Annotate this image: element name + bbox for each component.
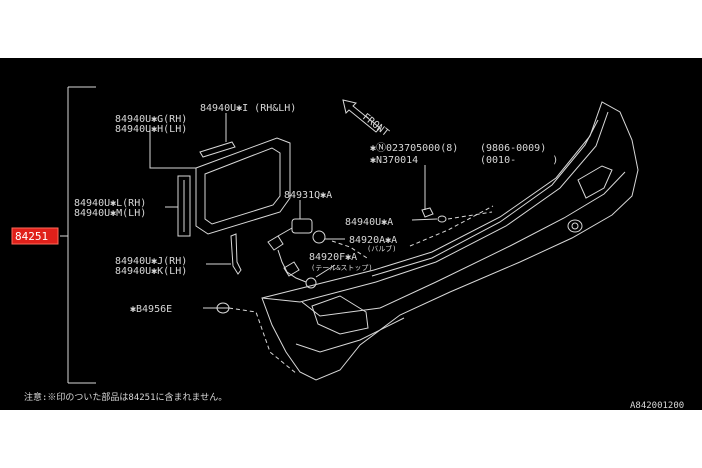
label-bulb[interactable]: 84920A✱A [349,235,397,246]
label-clip[interactable]: ✱B4956E [130,304,172,315]
label-seal-m-lh[interactable]: 84940U✱M(LH) [74,208,146,219]
assembly-bracket [60,86,96,384]
label-nut-n-dates2: (0010- ) [480,155,558,166]
label-bracket-j-rh[interactable]: 84940U✱J(RH) [115,256,187,267]
label-lamp-sub: (テール&ストップ) [311,264,373,272]
main-part-label[interactable]: 84251 [15,230,48,243]
lamp-bracket [230,233,242,275]
seal-strip [177,175,191,237]
label-nut-a[interactable]: 84940U✱A [345,217,393,228]
nut-icon [421,207,447,223]
label-lens-h-lh[interactable]: 84940U✱H(LH) [115,124,187,135]
assembly-dashes [228,205,494,375]
label-socket[interactable]: 84931Q✱A [284,190,332,201]
rear-garnish-panel [261,101,639,381]
drawing-code: A842001200 [630,401,684,411]
label-lamp[interactable]: 84920F✱A [309,252,357,263]
leader-nut-a [411,218,438,221]
label-seal-l-rh[interactable]: 84940U✱L(RH) [74,198,146,209]
main-part-highlight [11,227,59,245]
label-nut-n-alt[interactable]: ✱N370014 [370,155,418,166]
socket-assembly [267,218,326,289]
label-bulb-sub: (バルブ) [367,244,396,253]
label-lens-g-rh[interactable]: 84940U✱G(RH) [115,114,187,125]
drawing-background [0,58,702,410]
label-nut-n-part[interactable]: ✱Ⓝ023705000(8) [370,142,458,154]
label-nut-n-dates: (9806-0009) [480,143,546,154]
label-lens-rh-lh[interactable]: 84940U✱I (RH&LH) [200,103,296,114]
leader-lamp [315,264,336,278]
leader-lens-frame [149,129,196,169]
label-bracket-k-lh[interactable]: 84940U✱K(LH) [115,266,187,277]
lens-frame [195,137,291,235]
footnote: 注意:※印のついた部品は84251に含まれません。 [24,391,227,403]
main-part-number[interactable]: 84251 [11,227,59,245]
lens-strip [199,141,236,158]
front-arrow-icon [342,99,381,133]
